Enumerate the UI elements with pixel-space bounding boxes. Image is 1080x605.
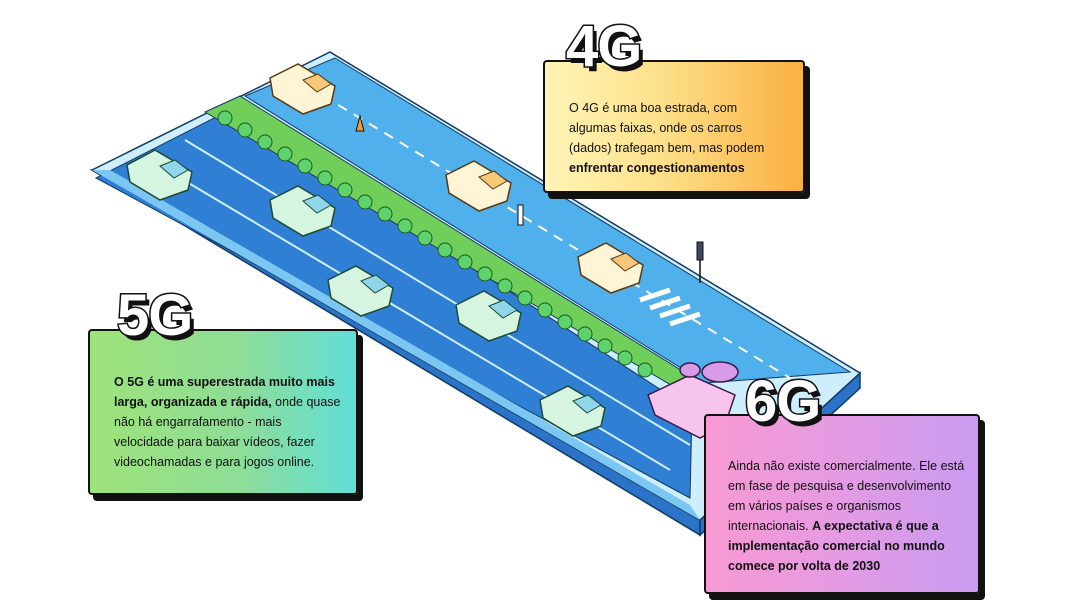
- card-6g-bold: A expectativa é que a implementação come…: [728, 519, 945, 573]
- card-4g-bold: enfrentar congestionamentos: [569, 161, 745, 175]
- highway-5g-sidewalk: [92, 170, 700, 520]
- car-5g-windows: [159, 159, 602, 414]
- median-trees: [217, 110, 653, 378]
- info-card-4g: O 4G é uma boa estrada, com algumas faix…: [543, 60, 805, 193]
- card-5g-text: onde quase não há engarrafamento - mais …: [114, 395, 341, 469]
- card-6g-text: Ainda não existe comercialmente. Ele est…: [728, 459, 965, 533]
- traffic-cone-icon: [355, 114, 365, 132]
- lane-line-5g-2: [184, 139, 691, 446]
- car-4g-windows: [302, 73, 640, 272]
- info-card-5g: O 5G é uma superestrada muito mais larga…: [88, 329, 358, 495]
- card-4g-text: O 4G é uma boa estrada, com algumas faix…: [569, 101, 765, 155]
- heading-4g: 4G: [564, 14, 643, 79]
- traffic-light-icon: [696, 241, 704, 261]
- lane-line-4g: [291, 76, 791, 379]
- info-card-6g: Ainda não existe comercialmente. Ele est…: [704, 414, 980, 594]
- heading-5g: 5G: [115, 283, 194, 348]
- crosswalk: [639, 287, 701, 327]
- road-sign-icon: [517, 204, 524, 226]
- heading-6g: 6G: [743, 369, 822, 434]
- card-5g-bold: O 5G é uma superestrada muito mais larga…: [114, 375, 335, 409]
